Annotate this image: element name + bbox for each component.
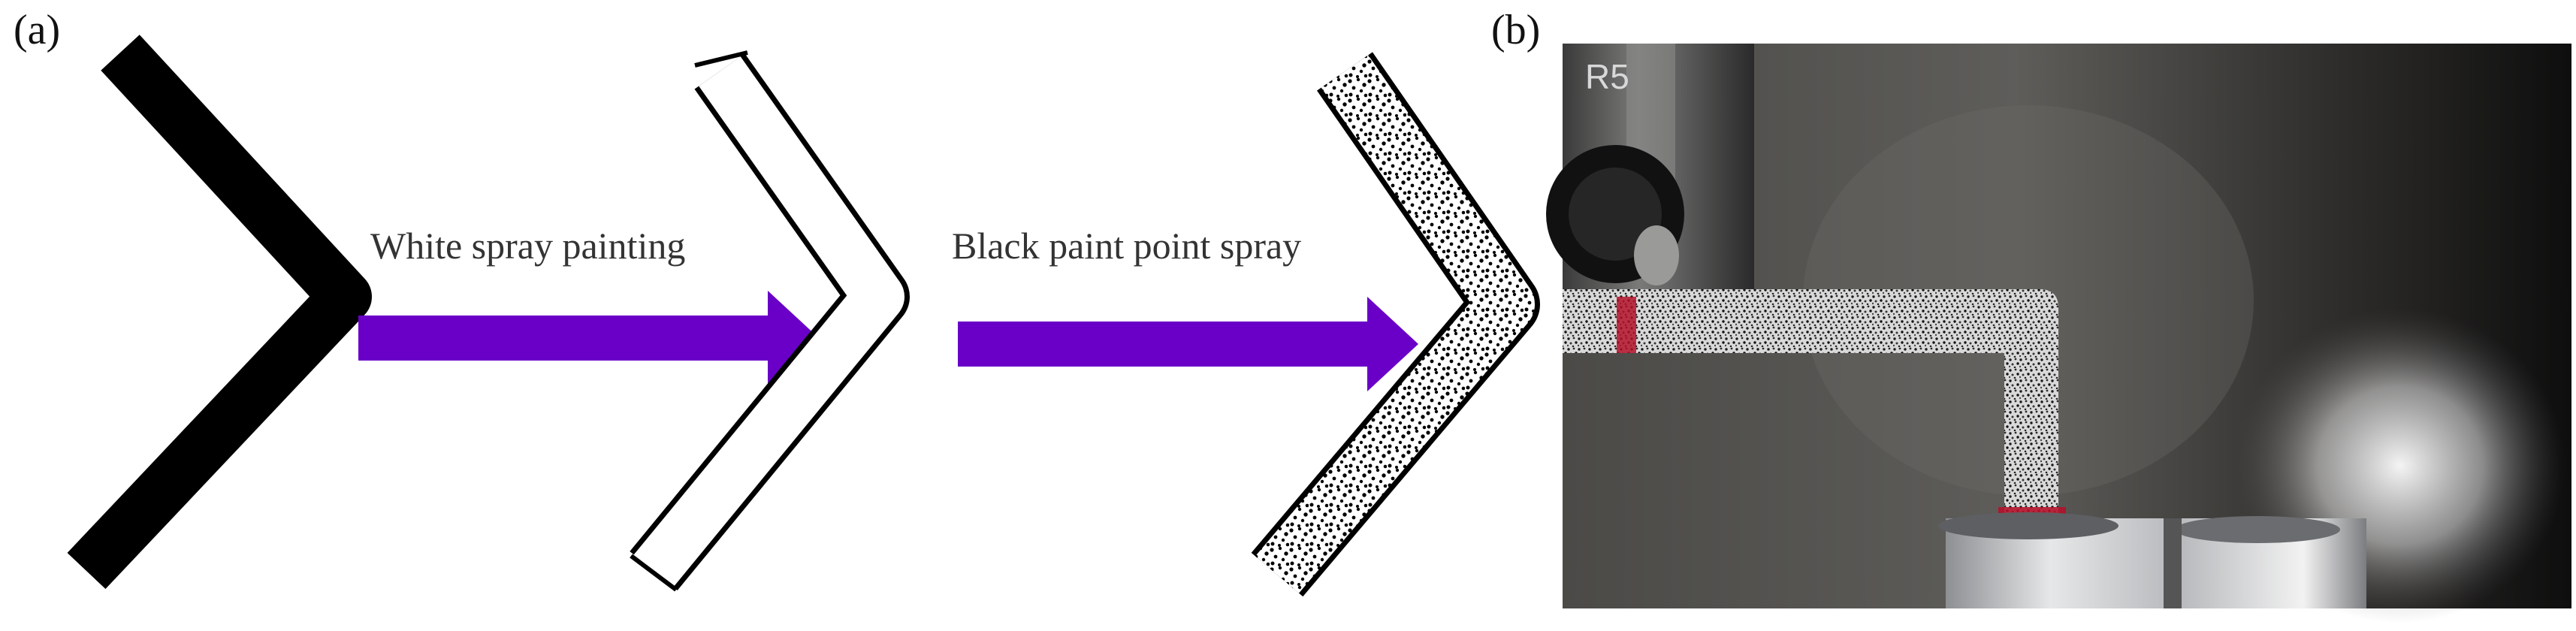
speckled-specimen <box>1251 52 1540 597</box>
step-1-label: White spray painting <box>370 225 686 267</box>
punch-tool: R5 <box>1546 44 1754 291</box>
support-die <box>1938 512 2366 608</box>
panel-b-label: (b) <box>1491 7 1541 53</box>
black-specimen <box>67 35 372 590</box>
step-2-label: Black paint point spray <box>952 225 1302 267</box>
fixture-marking: R5 <box>1585 57 1629 96</box>
panel-a-label: (a) <box>14 7 61 53</box>
process-arrow-1 <box>358 291 819 385</box>
white-painted-specimen <box>630 50 910 592</box>
process-arrow-2 <box>958 297 1418 391</box>
experiment-photo: R5 <box>1546 44 2571 623</box>
